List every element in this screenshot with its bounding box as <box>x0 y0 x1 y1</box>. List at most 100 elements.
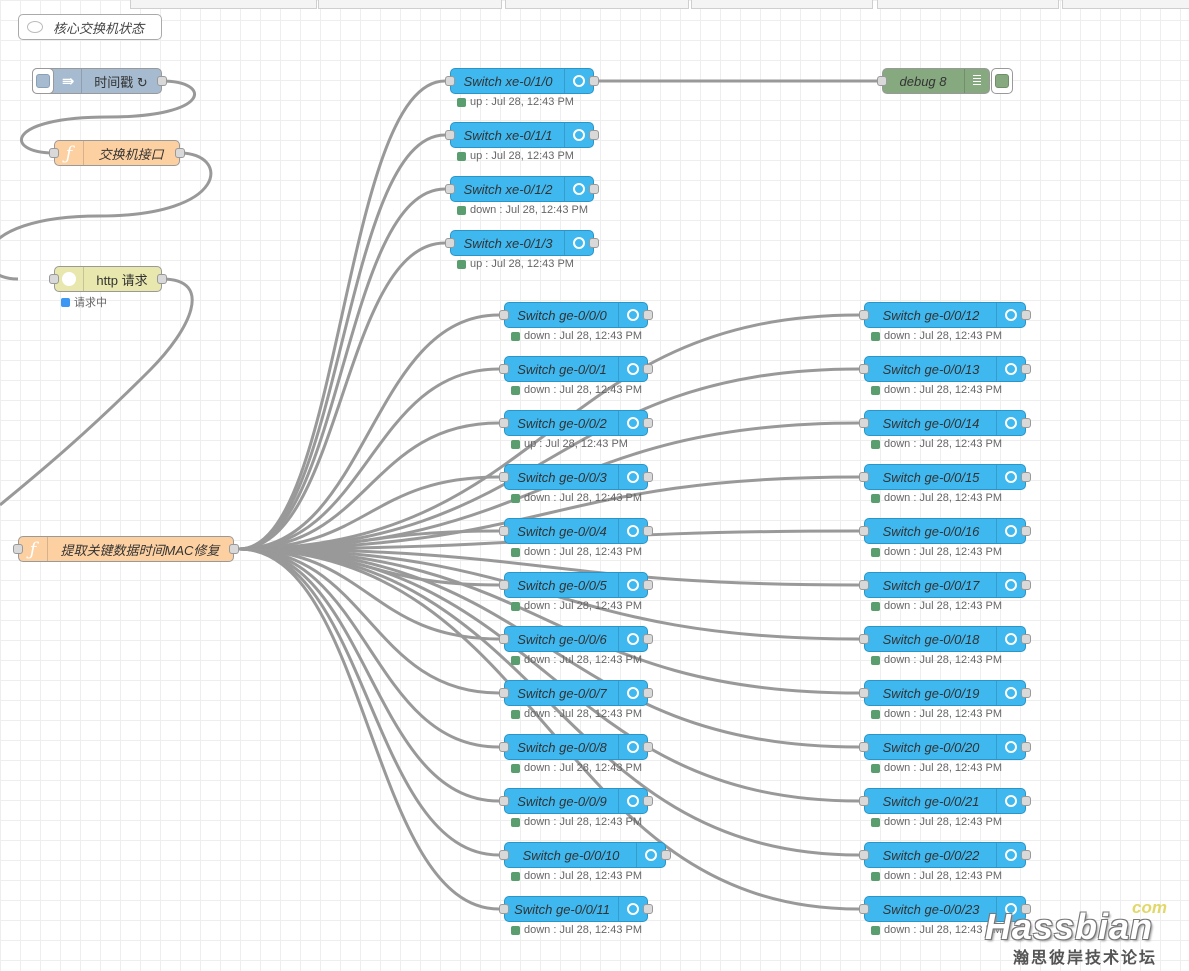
wire[interactable] <box>238 133 446 551</box>
switch-output-port[interactable] <box>643 688 653 698</box>
switch-output-port[interactable] <box>643 904 653 914</box>
switch-input-port[interactable] <box>859 310 869 320</box>
switch-input-port[interactable] <box>499 904 509 914</box>
switch-node[interactable]: Switch ge-0/0/13 <box>859 356 1031 382</box>
function-output-port[interactable] <box>175 148 185 158</box>
wire[interactable] <box>238 529 500 551</box>
wire[interactable] <box>238 547 860 695</box>
switch-node[interactable]: Switch ge-0/0/9 <box>499 788 653 814</box>
switch-node[interactable]: Switch ge-0/0/15 <box>859 464 1031 490</box>
debug-input-port[interactable] <box>877 76 887 86</box>
workspace-tab[interactable] <box>691 0 873 9</box>
switch-output-port[interactable] <box>661 850 671 860</box>
switch-node[interactable]: Switch ge-0/0/23 <box>859 896 1031 922</box>
switch-node[interactable]: Switch ge-0/0/12 <box>859 302 1031 328</box>
http-input-port[interactable] <box>49 274 59 284</box>
workspace-tab[interactable] <box>130 0 317 9</box>
switch-output-port[interactable] <box>589 76 599 86</box>
switch-output-port[interactable] <box>1021 850 1031 860</box>
switch-output-port[interactable] <box>589 130 599 140</box>
workspace-tab[interactable] <box>318 0 502 9</box>
switch-node[interactable]: Switch ge-0/0/8 <box>499 734 653 760</box>
debug-toggle-button[interactable] <box>991 68 1013 94</box>
switch-node[interactable]: Switch ge-0/0/3 <box>499 464 653 490</box>
switch-node[interactable]: Switch ge-0/0/16 <box>859 518 1031 544</box>
switch-input-port[interactable] <box>859 418 869 428</box>
switch-node[interactable]: Switch xe-0/1/3 <box>445 230 599 256</box>
switch-output-port[interactable] <box>1021 472 1031 482</box>
function-input-port[interactable] <box>13 544 23 554</box>
function-node-extract[interactable]: ƒ 提取关键数据时间MAC修复 <box>13 536 239 562</box>
switch-input-port[interactable] <box>859 904 869 914</box>
switch-output-port[interactable] <box>1021 364 1031 374</box>
wire[interactable] <box>238 367 500 551</box>
switch-input-port[interactable] <box>499 634 509 644</box>
switch-input-port[interactable] <box>445 130 455 140</box>
wire[interactable] <box>238 547 500 803</box>
inject-node[interactable]: ⇛ 时间戳 ↻ <box>32 68 167 94</box>
switch-input-port[interactable] <box>859 580 869 590</box>
switch-input-port[interactable] <box>859 850 869 860</box>
switch-node[interactable]: Switch xe-0/1/0 <box>445 68 599 94</box>
wire[interactable] <box>238 547 500 857</box>
switch-node[interactable]: Switch ge-0/0/19 <box>859 680 1031 706</box>
switch-input-port[interactable] <box>499 580 509 590</box>
switch-output-port[interactable] <box>643 418 653 428</box>
wire[interactable] <box>238 241 446 551</box>
switch-node[interactable]: Switch ge-0/0/17 <box>859 572 1031 598</box>
wire[interactable] <box>0 151 213 281</box>
switch-node[interactable]: Switch ge-0/0/14 <box>859 410 1031 436</box>
switch-output-port[interactable] <box>643 634 653 644</box>
workspace-tab[interactable] <box>505 0 689 9</box>
switch-output-port[interactable] <box>1021 634 1031 644</box>
inject-trigger-button[interactable] <box>32 68 54 94</box>
switch-input-port[interactable] <box>499 310 509 320</box>
switch-input-port[interactable] <box>859 364 869 374</box>
function-node-interface[interactable]: ƒ 交换机接口 <box>49 140 185 166</box>
switch-node[interactable]: Switch ge-0/0/20 <box>859 734 1031 760</box>
switch-output-port[interactable] <box>1021 688 1031 698</box>
inject-output-port[interactable] <box>157 76 167 86</box>
wire[interactable] <box>0 277 194 507</box>
switch-input-port[interactable] <box>499 850 509 860</box>
switch-output-port[interactable] <box>643 526 653 536</box>
function-input-port[interactable] <box>49 148 59 158</box>
switch-output-port[interactable] <box>1021 742 1031 752</box>
switch-output-port[interactable] <box>643 472 653 482</box>
switch-node[interactable]: Switch ge-0/0/5 <box>499 572 653 598</box>
switch-output-port[interactable] <box>643 742 653 752</box>
switch-output-port[interactable] <box>589 238 599 248</box>
wire[interactable] <box>238 313 500 551</box>
wire[interactable] <box>238 79 446 551</box>
switch-input-port[interactable] <box>499 688 509 698</box>
switch-input-port[interactable] <box>859 472 869 482</box>
switch-input-port[interactable] <box>499 472 509 482</box>
switch-node[interactable]: Switch ge-0/0/0 <box>499 302 653 328</box>
switch-input-port[interactable] <box>859 688 869 698</box>
switch-output-port[interactable] <box>1021 310 1031 320</box>
function-output-port[interactable] <box>229 544 239 554</box>
switch-input-port[interactable] <box>499 418 509 428</box>
switch-input-port[interactable] <box>859 796 869 806</box>
switch-input-port[interactable] <box>859 526 869 536</box>
switch-node[interactable]: Switch ge-0/0/7 <box>499 680 653 706</box>
switch-node[interactable]: Switch ge-0/0/18 <box>859 626 1031 652</box>
wire[interactable] <box>238 421 500 551</box>
http-output-port[interactable] <box>157 274 167 284</box>
debug-node[interactable]: debug 8 <box>877 68 1013 94</box>
switch-output-port[interactable] <box>589 184 599 194</box>
switch-node[interactable]: Switch ge-0/0/1 <box>499 356 653 382</box>
comment-node[interactable]: 核心交换机状态 <box>18 14 162 40</box>
wire[interactable] <box>238 547 500 911</box>
switch-node[interactable]: Switch ge-0/0/22 <box>859 842 1031 868</box>
wire[interactable] <box>238 547 500 695</box>
switch-output-port[interactable] <box>1021 796 1031 806</box>
switch-input-port[interactable] <box>859 634 869 644</box>
workspace-tab[interactable] <box>1062 0 1189 9</box>
wire[interactable] <box>238 547 500 749</box>
wire[interactable] <box>238 547 500 641</box>
switch-output-port[interactable] <box>643 310 653 320</box>
switch-node[interactable]: Switch ge-0/0/4 <box>499 518 653 544</box>
workspace-tab[interactable] <box>877 0 1059 9</box>
switch-node[interactable]: Switch ge-0/0/6 <box>499 626 653 652</box>
